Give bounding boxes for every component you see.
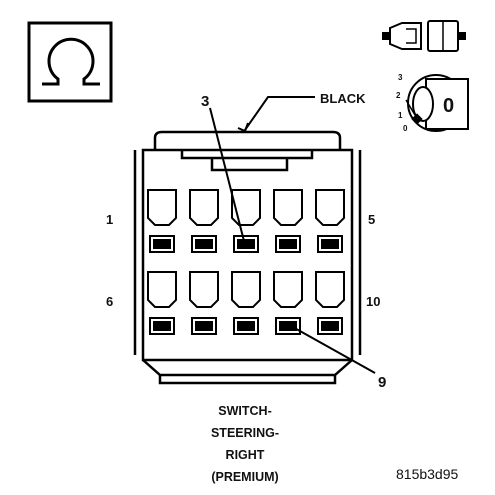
cavity-10 bbox=[315, 271, 345, 335]
caption-line-1: SWITCH- bbox=[218, 404, 272, 418]
caption-line-3: RIGHT bbox=[225, 448, 265, 462]
connector-caption: SWITCH- STEERING- RIGHT (PREMIUM) bbox=[180, 400, 310, 488]
cavity-8 bbox=[231, 271, 261, 335]
pin-label-10: 10 bbox=[366, 294, 380, 309]
cavity-1 bbox=[147, 189, 177, 253]
pin-label-5: 5 bbox=[368, 212, 375, 227]
connector-unplugged-icon bbox=[382, 20, 466, 52]
black-wire-arrowhead bbox=[237, 122, 249, 133]
cavity-row-top bbox=[147, 189, 345, 253]
key-current-position: 0 bbox=[443, 95, 454, 117]
pin-label-1: 1 bbox=[106, 212, 113, 227]
cavity-9 bbox=[273, 271, 303, 335]
caption-line-2: STEERING- bbox=[210, 426, 280, 440]
callout-3-label: 3 bbox=[201, 93, 209, 110]
black-wire-leader bbox=[244, 96, 315, 131]
key-position-0: 0 bbox=[403, 124, 408, 133]
key-position-2: 2 bbox=[396, 91, 401, 100]
callout-9-leader bbox=[290, 325, 376, 374]
cavity-6 bbox=[147, 271, 177, 335]
key-position-3: 3 bbox=[398, 73, 403, 82]
wire-color-label: BLACK bbox=[320, 91, 366, 106]
leader-lines bbox=[209, 96, 376, 374]
cavity-7 bbox=[189, 271, 219, 335]
key-position-1: 1 bbox=[398, 111, 403, 120]
cavity-3 bbox=[231, 189, 261, 253]
ignition-key-icon bbox=[405, 74, 469, 132]
caption-line-4: (PREMIUM) bbox=[211, 470, 279, 484]
callout-9-label: 9 bbox=[378, 374, 386, 391]
cavity-row-bottom bbox=[147, 271, 345, 335]
callout-3-leader bbox=[209, 107, 245, 242]
cavity-4 bbox=[273, 189, 303, 253]
ohmmeter-icon bbox=[27, 21, 113, 103]
pin-label-6: 6 bbox=[106, 294, 113, 309]
cavity-2 bbox=[189, 189, 219, 253]
figure-id: 815b3d95 bbox=[396, 466, 459, 482]
cavity-5 bbox=[315, 189, 345, 253]
